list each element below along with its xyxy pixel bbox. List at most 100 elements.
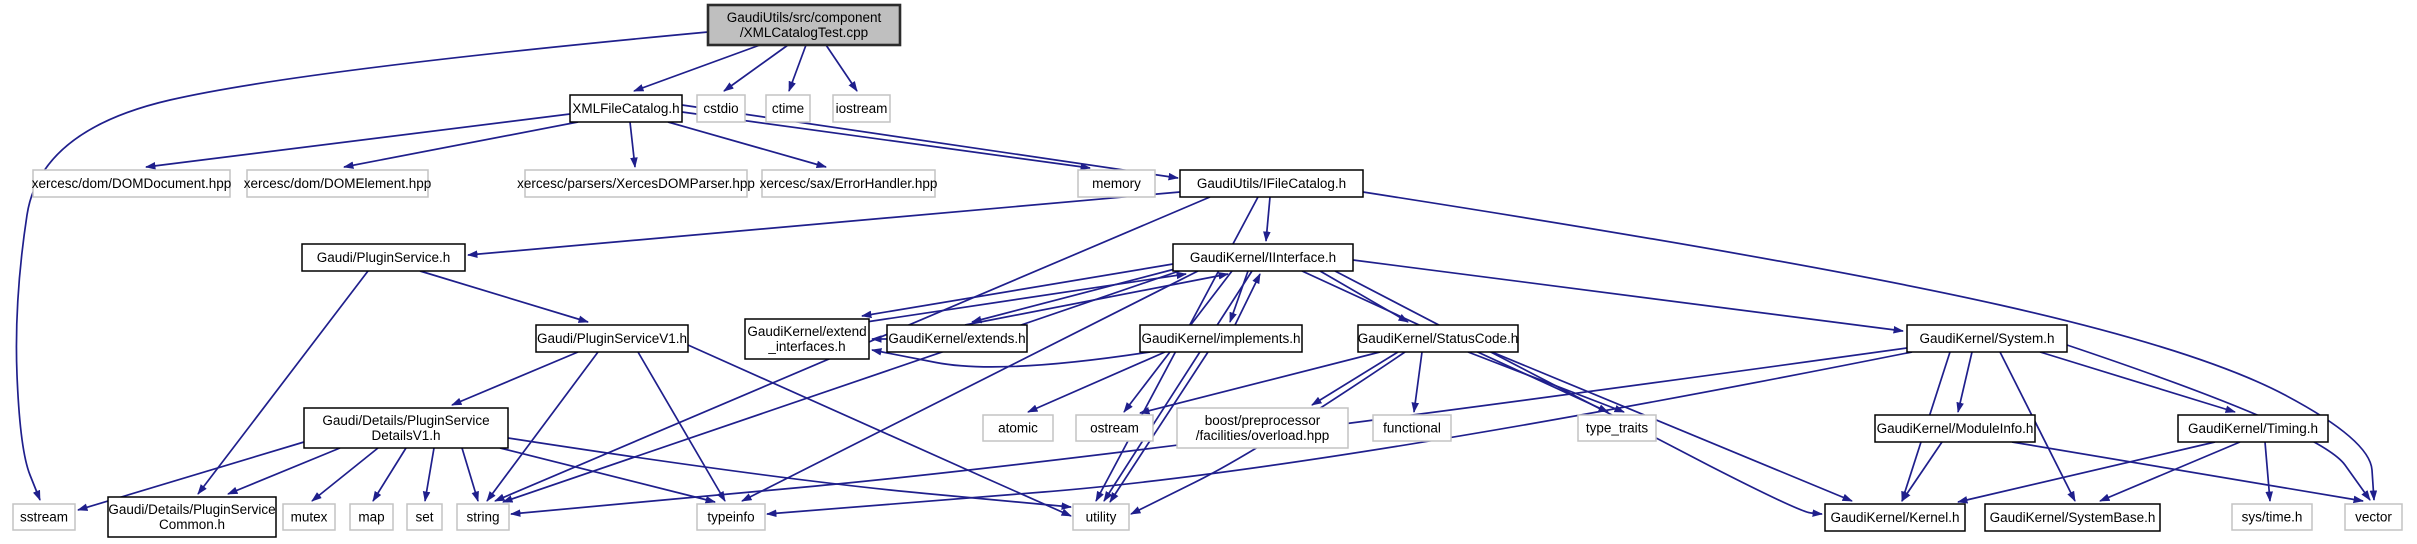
node-label-statuscode-h: GaudiKernel/StatusCode.h bbox=[1358, 331, 1519, 346]
node-box-xmlfilecatalog-h[interactable] bbox=[569, 94, 683, 123]
node-domdocument-hpp: xercesc/dom/DOMDocument.hpp bbox=[32, 169, 232, 198]
node-box-kernel-h[interactable] bbox=[1824, 503, 1966, 532]
edge-system-h-to-systembase-h bbox=[1999, 351, 2076, 502]
node-iinterface-h[interactable]: GaudiKernel/IInterface.h bbox=[1172, 243, 1354, 272]
node-box-pluginservicecommon-h[interactable] bbox=[107, 496, 277, 538]
node-boost-overload-hpp: boost/preprocessor/facilities/overload.h… bbox=[1176, 407, 1349, 449]
node-label-boost-overload-hpp: boost/preprocessor/facilities/overload.h… bbox=[1196, 413, 1330, 443]
node-functional: functional bbox=[1372, 414, 1452, 442]
node-label-line: GaudiKernel/extend bbox=[747, 324, 866, 339]
node-box-memory bbox=[1077, 169, 1156, 198]
node-label-functional: functional bbox=[1383, 421, 1441, 436]
node-box-ostream bbox=[1075, 414, 1154, 442]
edge-pluginservicev1-h-to-typeinfo bbox=[637, 351, 726, 502]
node-box-extend-interfaces-h[interactable] bbox=[744, 318, 870, 360]
node-label-xercesdomparser-hpp: xercesc/parsers/XercesDOMParser.hpp bbox=[517, 176, 755, 191]
node-label-ostream: ostream bbox=[1090, 421, 1139, 436]
node-label-line: /facilities/overload.hpp bbox=[1196, 428, 1330, 443]
node-label-ctime: ctime bbox=[772, 101, 804, 116]
edge-xmlfilecatalog-h-to-errorhandler-hpp bbox=[667, 121, 827, 169]
node-label-extends-h: GaudiKernel/extends.h bbox=[888, 331, 1025, 346]
edge-ifilecatalog-h-to-iinterface-h bbox=[1263, 196, 1271, 242]
node-box-plugindetailsv1-h[interactable] bbox=[303, 407, 509, 449]
node-box-implements-h[interactable] bbox=[1139, 324, 1303, 353]
node-ifilecatalog-h[interactable]: GaudiUtils/IFileCatalog.h bbox=[1179, 169, 1364, 198]
edge-system-h-to-typeinfo bbox=[766, 351, 1913, 518]
edge-xmlcatalogtest-cpp-to-xmlfilecatalog-h bbox=[633, 44, 761, 92]
node-kernel-h[interactable]: GaudiKernel/Kernel.h bbox=[1824, 503, 1966, 532]
node-box-moduleinfo-h[interactable] bbox=[1874, 414, 2036, 443]
node-systembase-h[interactable]: GaudiKernel/SystemBase.h bbox=[1984, 503, 2161, 532]
edge-statuscode-h-to-ostream bbox=[1139, 351, 1381, 415]
node-domelement-hpp: xercesc/dom/DOMElement.hpp bbox=[244, 169, 432, 198]
node-map: map bbox=[349, 503, 394, 531]
edge-plugindetailsv1-h-to-typeinfo bbox=[499, 447, 716, 504]
node-label-extend-interfaces-h: GaudiKernel/extend_interfaces.h bbox=[747, 324, 866, 354]
edge-plugindetailsv1-h-to-map bbox=[372, 447, 407, 502]
node-pluginservice-h[interactable]: Gaudi/PluginService.h bbox=[301, 243, 466, 272]
edge-iinterface-h-to-utility bbox=[1103, 270, 1253, 502]
edge-xmlfilecatalog-h-to-ifilecatalog-h bbox=[681, 104, 1179, 181]
node-label-line: Gaudi/Details/PluginService bbox=[108, 502, 275, 517]
node-label-xmlcatalogtest-cpp: GaudiUtils/src/component/XMLCatalogTest.… bbox=[727, 10, 882, 40]
edge-pluginservicev1-h-to-utility bbox=[687, 344, 1072, 517]
node-label-domdocument-hpp: xercesc/dom/DOMDocument.hpp bbox=[32, 176, 232, 191]
node-box-statuscode-h[interactable] bbox=[1357, 324, 1519, 353]
node-label-line: Gaudi/Details/PluginService bbox=[322, 413, 489, 428]
node-box-ifilecatalog-h[interactable] bbox=[1179, 169, 1364, 198]
edge-implements-h-to-extend-interfaces-h bbox=[871, 348, 1151, 368]
node-label-systembase-h: GaudiKernel/SystemBase.h bbox=[1990, 510, 2156, 525]
edge-extends-h-to-iinterface-h bbox=[964, 272, 1229, 326]
node-box-vector bbox=[2344, 503, 2403, 531]
node-iostream: iostream bbox=[832, 94, 891, 123]
node-pluginservicev1-h[interactable]: Gaudi/PluginServiceV1.h bbox=[535, 324, 689, 353]
node-typeinfo: typeinfo bbox=[696, 503, 766, 531]
node-system-h[interactable]: GaudiKernel/System.h bbox=[1906, 324, 2068, 353]
node-box-functional bbox=[1372, 414, 1452, 442]
node-moduleinfo-h[interactable]: GaudiKernel/ModuleInfo.h bbox=[1874, 414, 2036, 443]
node-label-line: DetailsV1.h bbox=[371, 428, 440, 443]
edge-timing-h-to-kernel-h bbox=[1957, 441, 2216, 504]
node-label-type-traits: type_traits bbox=[1586, 421, 1649, 436]
edge-xmlcatalogtest-cpp-to-cstdio bbox=[723, 44, 789, 92]
node-timing-h[interactable]: GaudiKernel/Timing.h bbox=[2177, 414, 2329, 443]
node-label-vector: vector bbox=[2355, 510, 2392, 525]
node-label-pluginservice-h: Gaudi/PluginService.h bbox=[317, 250, 451, 265]
node-label-timing-h: GaudiKernel/Timing.h bbox=[2188, 421, 2318, 436]
node-box-cstdio bbox=[696, 94, 746, 123]
node-extend-interfaces-h[interactable]: GaudiKernel/extend_interfaces.h bbox=[744, 318, 870, 360]
node-string: string bbox=[456, 503, 510, 531]
node-label-map: map bbox=[358, 510, 384, 525]
node-label-mutex: mutex bbox=[291, 510, 328, 525]
edge-system-h-to-moduleinfo-h bbox=[1956, 351, 1973, 413]
node-ctime: ctime bbox=[765, 94, 811, 123]
node-label-implements-h: GaudiKernel/implements.h bbox=[1141, 331, 1300, 346]
edge-xmlcatalogtest-cpp-to-ctime bbox=[788, 44, 807, 92]
node-xmlfilecatalog-h[interactable]: XMLFileCatalog.h bbox=[569, 94, 683, 123]
node-box-pluginservice-h[interactable] bbox=[301, 243, 466, 272]
node-box-mutex bbox=[282, 503, 336, 531]
node-box-atomic bbox=[982, 414, 1054, 442]
edge-implements-h-to-utility bbox=[1109, 351, 1209, 503]
node-box-sstream bbox=[12, 503, 76, 531]
node-implements-h[interactable]: GaudiKernel/implements.h bbox=[1139, 324, 1303, 353]
edge-iinterface-h-to-string bbox=[502, 267, 1189, 503]
node-box-boost-overload-hpp bbox=[1176, 407, 1349, 449]
node-box-iinterface-h[interactable] bbox=[1172, 243, 1354, 272]
node-statuscode-h[interactable]: GaudiKernel/StatusCode.h bbox=[1357, 324, 1519, 353]
node-label-string: string bbox=[466, 510, 499, 525]
node-box-systembase-h[interactable] bbox=[1984, 503, 2161, 532]
node-label-domelement-hpp: xercesc/dom/DOMElement.hpp bbox=[244, 176, 432, 191]
edge-statuscode-h-to-type-traits bbox=[1467, 351, 1625, 413]
edge-plugindetailsv1-h-to-set bbox=[422, 447, 435, 502]
node-box-timing-h[interactable] bbox=[2177, 414, 2329, 443]
node-box-extends-h[interactable] bbox=[886, 324, 1028, 353]
node-box-pluginservicev1-h[interactable] bbox=[535, 324, 689, 353]
edge-timing-h-to-sys-time-h bbox=[2264, 441, 2273, 502]
node-extends-h[interactable]: GaudiKernel/extends.h bbox=[886, 324, 1028, 353]
node-box-system-h[interactable] bbox=[1906, 324, 2068, 353]
node-label-iostream: iostream bbox=[836, 101, 888, 116]
